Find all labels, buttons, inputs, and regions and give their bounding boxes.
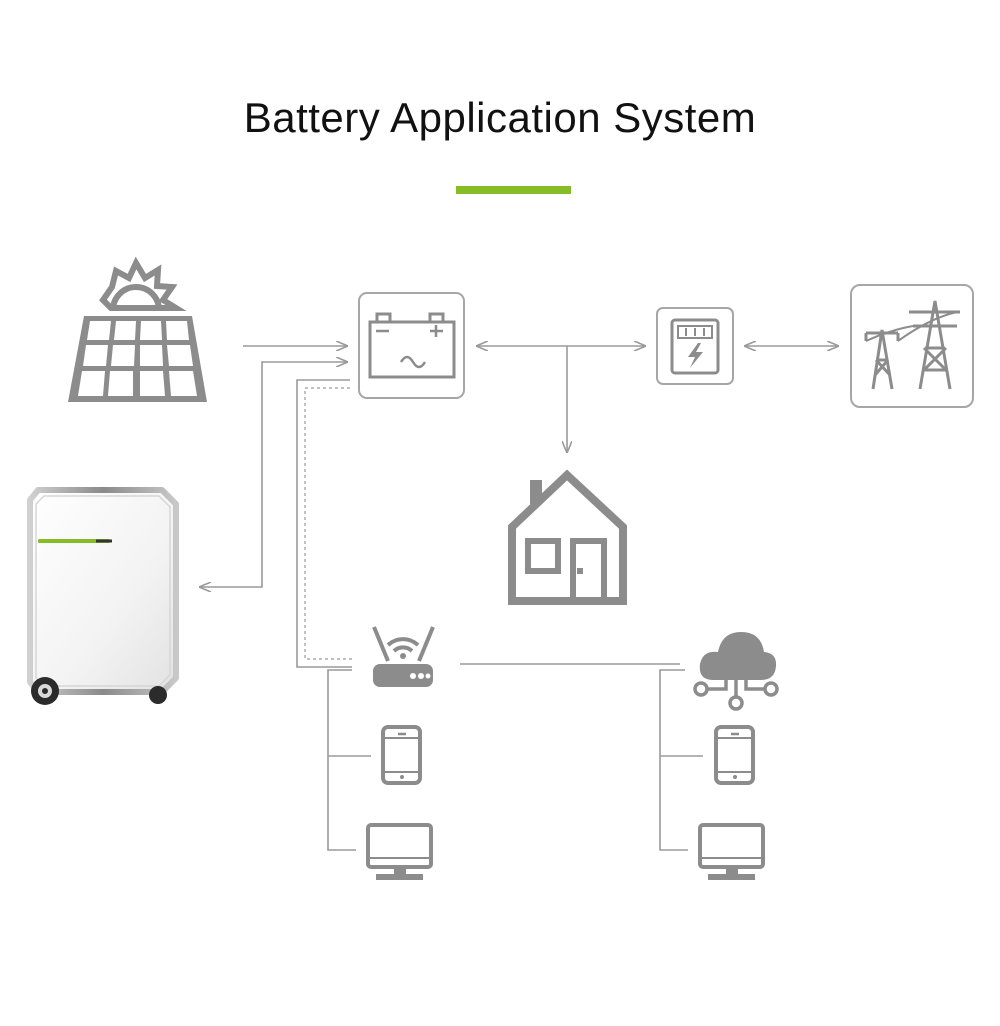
remote-device-tree (659, 669, 688, 851)
monitor-icon (366, 823, 433, 880)
cloud-network-icon (693, 632, 779, 711)
local-device-tree (327, 669, 356, 851)
battery-inverter-icon (358, 292, 465, 399)
page-title: Battery Application System (243, 94, 757, 141)
inverter-router-data-link (296, 379, 352, 668)
house-icon (508, 469, 627, 605)
power-tower-icon (850, 284, 974, 408)
smartphone-icon (714, 725, 755, 785)
title-accent-bar (456, 186, 571, 194)
monitor-icon (698, 823, 765, 880)
connection-lines (200, 346, 838, 851)
battery-status-strip (38, 539, 110, 543)
battery-cabinet-icon (27, 487, 179, 705)
wifi-router-icon (372, 626, 435, 687)
electric-meter-icon (656, 307, 734, 385)
smartphone-icon (381, 725, 422, 785)
inverter-router-dashed-link (304, 387, 352, 660)
battery-inverter-arrow (200, 362, 347, 587)
solar-panel-icon (68, 256, 207, 402)
